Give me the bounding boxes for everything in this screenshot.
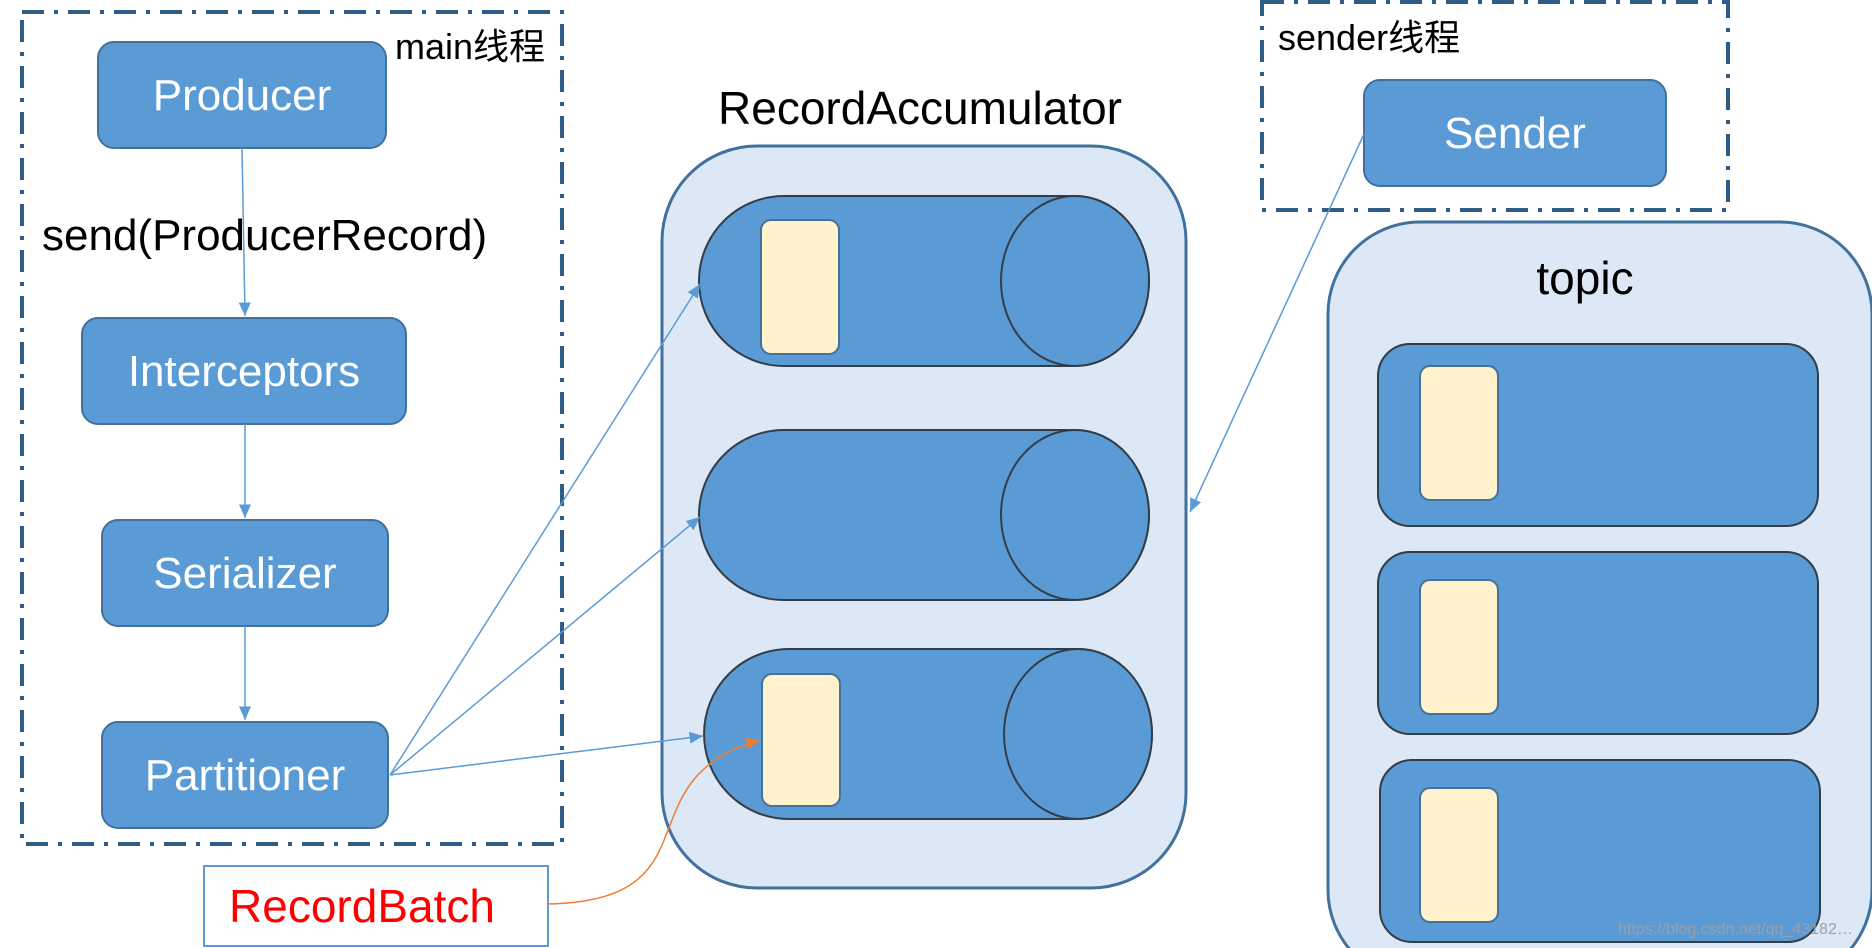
partitioner-to-deque-2-arrow [389,516,701,776]
partitioner-box[interactable]: Partitioner [101,721,389,829]
topic-partition-2 [1377,551,1819,735]
main-thread-frame: main线程 [20,10,564,846]
partition-deque-3 [703,648,1153,820]
interceptors-label: Interceptors [128,347,360,396]
producer-label: Producer [153,71,332,120]
serializer-label: Serializer [153,549,336,598]
sender-thread-frame: sender线程 [1260,0,1730,212]
producer-to-interceptors-arrow [238,147,251,317]
record-batch-callout: RecordBatch [203,865,549,947]
main-thread-label: main线程 [395,26,545,67]
record-batch-label-box [203,865,549,947]
partitioner-to-deque-3-arrow [389,731,704,776]
sender-to-accumulator-arrow [1189,133,1365,513]
record-batch-label: RecordBatch [229,880,495,932]
topic-record-block [1419,365,1499,501]
sender-box[interactable]: Sender [1363,79,1667,187]
partition-deque-1 [698,195,1150,367]
topic-record-block [1419,787,1499,923]
serializer-box[interactable]: Serializer [101,519,389,627]
topic-partition-3 [1379,759,1821,943]
sender-thread-border [1260,0,1730,212]
partition-deque-2 [698,429,1150,601]
record-batch-block [760,219,840,355]
topic-title: topic [1536,252,1633,304]
sender-thread-label: sender线程 [1278,17,1460,58]
record-batch-block [761,673,841,807]
producer-box[interactable]: Producer [97,41,387,149]
sender-label: Sender [1444,109,1586,158]
interceptors-box[interactable]: Interceptors [81,317,407,425]
send-call-label: send(ProducerRecord) [42,211,487,260]
main-thread-border [20,10,564,846]
watermark-text: https://blog.csdn.net/qq_43182… [1618,921,1853,938]
accumulator-title: RecordAccumulator [718,82,1122,134]
topic-record-block [1419,579,1499,715]
record-batch-pointer-arrow [547,737,761,905]
topic-partition-1 [1377,343,1819,527]
partitioner-to-deque-1-arrow [389,283,701,776]
partitioner-label: Partitioner [145,751,346,800]
